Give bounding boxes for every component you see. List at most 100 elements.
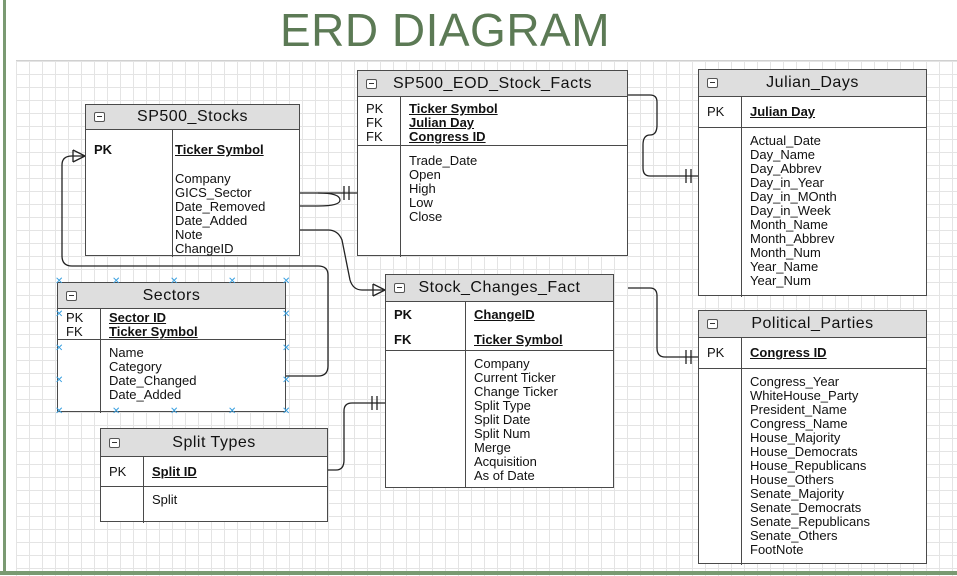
entity-header[interactable]: SP500_Stocks [86,105,299,130]
attribute: Date_Changed [109,373,197,388]
attribute: Split Num [474,426,531,441]
attribute: Congress_Name [750,416,848,431]
selection-handle[interactable]: ✕ [282,343,291,354]
key-type: PK [94,142,113,157]
key-name: Congress ID [750,345,827,360]
attribute: Open [409,167,441,182]
key-name: Sector ID [109,310,167,325]
selection-handle[interactable]: ✕ [170,406,179,417]
attribute: ChangeID [175,241,234,256]
key-name: Julian Day [409,115,475,130]
attribute: Split Type [474,398,531,413]
entity-sp500-eod-stock-facts[interactable]: SP500_EOD_Stock_Facts PK FK FK Ticker Sy… [357,70,628,257]
key-name: Ticker Symbol [175,142,264,157]
attribute: Merge [474,440,511,455]
attribute: WhiteHouse_Party [750,388,859,403]
attribute: Senate_Republicans [750,514,870,529]
diagram-title: ERD DIAGRAM [279,4,611,56]
attribute: Name [109,345,144,360]
key-name: Congress ID [409,129,486,144]
key-type: PK [109,464,127,479]
attribute: As of Date [474,468,535,483]
attribute: Date_Added [109,387,182,402]
attribute-list: Actual_Date Day_Name Day_Abbrev Day_in_Y… [750,134,837,288]
selection-handle[interactable]: ✕ [112,406,121,417]
attribute: Category [109,359,162,374]
selection-handle[interactable]: ✕ [228,406,237,417]
key-name: Julian Day [750,104,816,119]
entity-title: SP500_EOD_Stock_Facts [392,75,593,92]
attribute-list: Company GICS_Sector Date_Removed Date_Ad… [175,172,265,256]
selection-handle[interactable]: ✕ [282,276,291,287]
selection-handle[interactable]: ✕ [282,309,291,320]
collapse-icon[interactable] [66,290,77,301]
attribute: Month_Abbrev [750,231,835,246]
selection-handle[interactable]: ✕ [55,276,64,287]
attribute: Date_Added [175,213,248,228]
selection-handle[interactable]: ✕ [55,343,64,354]
entity-title: Stock_Changes_Fact [418,279,581,296]
attribute: Acquisition [474,454,537,469]
entity-julian-days[interactable]: Julian_Days PK Julian Day Actual_Date Da… [698,69,927,297]
key-type: FK [66,324,83,339]
entity-header[interactable]: SP500_EOD_Stock_Facts [358,71,627,97]
attribute: Low [409,195,433,210]
attribute: GICS_Sector [175,185,252,200]
attribute: President_Name [750,402,847,417]
collapse-icon[interactable] [707,78,718,88]
key-type: PK [394,307,413,322]
selection-handle[interactable]: ✕ [112,276,121,287]
attribute: Senate_Majority [750,486,844,501]
entity-title: Julian_Days [766,74,859,91]
key-name: Ticker Symbol [409,101,498,116]
entity-header[interactable]: Sectors [58,283,285,309]
collapse-icon[interactable] [707,319,718,329]
entity-stock-changes-fact[interactable]: Stock_Changes_Fact PK FK ChangeID Ticker… [385,274,614,488]
key-type: PK [66,310,84,325]
collapse-icon[interactable] [109,437,120,448]
entity-political-parties[interactable]: Political_Parties PK Congress ID Congres… [698,310,927,565]
key-type: PK [707,345,725,360]
selection-handle[interactable]: ✕ [282,375,291,386]
attribute: House_Majority [750,430,841,445]
key-type: PK [707,104,725,119]
selection-handle[interactable]: ✕ [55,309,64,320]
collapse-icon[interactable] [94,112,105,122]
attribute: Day_in_Year [750,175,824,190]
attribute: Current Ticker [474,370,556,385]
attribute: Day_in_MOnth [750,189,837,204]
attribute: Actual_Date [750,133,821,148]
entity-split-types[interactable]: Split Types PK Split ID Split [100,428,328,523]
collapse-icon[interactable] [394,283,405,293]
entity-header[interactable]: Political_Parties [699,311,926,338]
entity-header[interactable]: Stock_Changes_Fact [386,275,613,302]
entity-title: Sectors [142,287,201,304]
entity-sp500-stocks[interactable]: SP500_Stocks PK Ticker Symbol Company GI… [85,104,300,257]
attribute: House_Democrats [750,444,858,459]
attribute: Day_Name [750,147,816,162]
selection-handle[interactable]: ✕ [55,375,64,386]
attribute: Company [175,171,231,186]
selection-handle[interactable]: ✕ [282,406,291,417]
selection-handle[interactable]: ✕ [228,276,237,287]
entity-title: SP500_Stocks [137,108,248,125]
collapse-icon[interactable] [366,78,377,89]
attribute: Trade_Date [409,153,478,168]
attribute: Split [152,492,178,507]
attribute: Senate_Others [750,528,838,543]
attribute: Close [409,209,443,224]
entity-sectors[interactable]: Sectors PK FK Sector ID Ticker Symbol Na… [55,276,291,417]
key-type: FK [394,332,412,347]
entity-header[interactable]: Split Types [101,429,327,457]
selection-handle[interactable]: ✕ [170,276,179,287]
entity-title: Political_Parties [751,315,874,332]
attribute: Year_Name [750,259,819,274]
attribute: Note [175,227,203,242]
attribute: Senate_Democrats [750,500,862,515]
attribute: Congress_Year [750,374,840,389]
selection-handle[interactable]: ✕ [55,406,64,417]
attribute: Change Ticker [474,384,558,399]
attribute: House_Republicans [750,458,867,473]
entity-header[interactable]: Julian_Days [699,70,926,97]
attribute: Year_Num [750,273,811,288]
